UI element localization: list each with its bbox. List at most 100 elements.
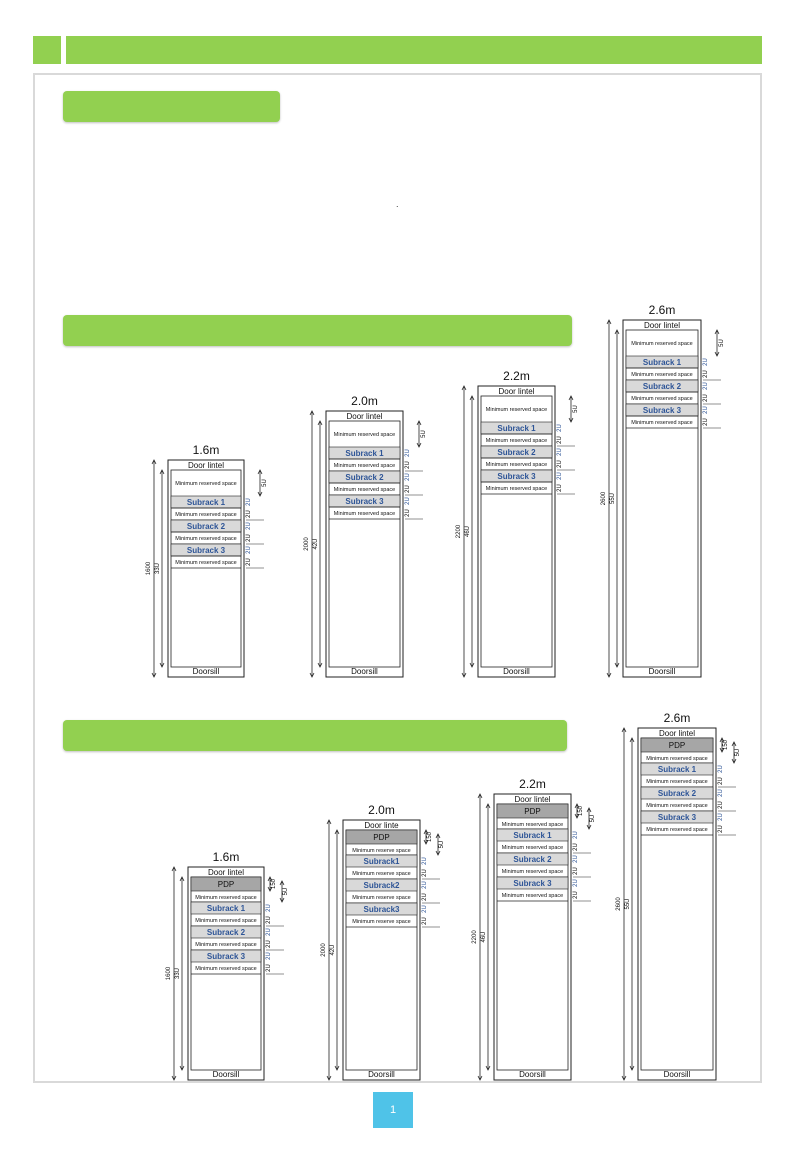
set1-cabinet-4-lintel: Door lintel xyxy=(644,321,680,330)
set2-cabinet-2-min-1: Minimum reserve space xyxy=(352,871,410,877)
set1-cabinet-4-units-arrow-head-bottom xyxy=(614,662,620,668)
set2-cabinet-3-pdp xyxy=(496,803,569,819)
set1-cabinet-4-subrack-u-2: 2U xyxy=(703,382,709,390)
set2-cabinet-4-height-arrow-head-top xyxy=(621,727,627,733)
set1-cabinet-4-min-2: Minimum reserved space xyxy=(631,396,692,402)
set2-cabinet-1-height: 1600 xyxy=(166,966,172,980)
set2-cabinet-3-subrack-u-3: 2U xyxy=(573,879,579,887)
set1-cabinet-2-units: 42U xyxy=(313,538,319,549)
set2-cabinet-4-doorsill: Doorsill xyxy=(664,1070,691,1079)
set2-cabinet-3-subrack-2 xyxy=(496,852,569,866)
set2-cabinet-3-subrack-u-1: 2U xyxy=(573,831,579,839)
set2-cabinet-4-height: 2600 xyxy=(616,897,622,911)
set2-cabinet-4-subrack-label-1: Subrack 1 xyxy=(658,765,697,774)
set1-cabinet-1-height-arrow-head-bottom xyxy=(151,672,157,678)
set1-cabinet-4-subrack-u-1: 2U xyxy=(703,358,709,366)
set2-cabinet-1-height-arrow-head-top xyxy=(171,866,177,872)
set2-cabinet-1-doorsill: Doorsill xyxy=(213,1070,240,1079)
set2-cabinet-4-min-3: Minimum reserved space xyxy=(646,827,707,833)
set1-cabinet-2-min-u-3: 2U xyxy=(405,509,411,517)
set1-cabinet-1-top-u: 5U xyxy=(262,479,268,487)
set2-cabinet-3-min-u-2: 2U xyxy=(573,867,579,875)
set2-cabinet-3-subrack-label-3: Subrack 3 xyxy=(513,879,552,888)
set2-cabinet-1-subrack-u-1: 2U xyxy=(266,904,272,912)
set1-cabinet-2-min-1: Minimum reserved space xyxy=(334,463,395,469)
set2-cabinet-1-top-mm-arrow-head-bottom xyxy=(267,886,273,892)
set2-cabinet-1-subrack-label-2: Subrack 2 xyxy=(207,928,246,937)
set2-cabinet-3-min-1: Minimum reserved space xyxy=(502,845,563,851)
set1-cabinet-1-subrack-label-1: Subrack 1 xyxy=(187,498,226,507)
set2-cabinet-2-height-arrow-head-bottom xyxy=(326,1075,332,1081)
set1-cabinet-4-units-arrow-head-top xyxy=(614,329,620,335)
set1-cabinet-4-height-arrow-head-bottom xyxy=(606,672,612,678)
set2-cabinet-3-subrack-label-2: Subrack 2 xyxy=(513,855,552,864)
set2-cabinet-3-min-u-3: 2U xyxy=(573,891,579,899)
set2-cabinet-2-top-u: 5U xyxy=(439,841,445,849)
set1-cabinet-3-subrack-u-2: 2U xyxy=(557,448,563,456)
set1-cabinet-1-lintel: Door lintel xyxy=(188,461,224,470)
set2-cabinet-3-min-3: Minimum reserved space xyxy=(502,893,563,899)
set2-cabinet-1-units-arrow-head-top xyxy=(179,876,185,882)
set1-cabinet-1-min-3: Minimum reserved space xyxy=(175,560,236,566)
set2-cabinet-4-top-u-arrow-head-top xyxy=(731,741,737,747)
set1-cabinet-4-min-u-2: 2U xyxy=(703,394,709,402)
set1-cabinet-2-subrack-label-3: Subrack 3 xyxy=(345,497,384,506)
set2-cabinet-2-pdp-label: PDP xyxy=(373,833,389,842)
set2-cabinet-1-subrack-label-3: Subrack 3 xyxy=(207,952,246,961)
set1-cabinet-4-height: 2600 xyxy=(601,491,607,505)
set2-cabinet-3-min-top: Minimum reserved space xyxy=(502,822,563,828)
set2-cabinet-2-subrack-label-3: Subrack3 xyxy=(363,905,400,914)
set2-cabinet-4-min-u-2: 2U xyxy=(718,801,724,809)
set2-cabinet-1-top-u: 5U xyxy=(283,888,289,896)
set1-cabinet-2-subrack-u-2: 2U xyxy=(405,473,411,481)
set2-cabinet-2-subrack-1 xyxy=(345,854,418,868)
set1-cabinet-1-min-top: Minimum reserved space xyxy=(175,481,236,487)
set1-cabinet-4-subrack-label-1: Subrack 1 xyxy=(643,358,682,367)
set2-cabinet-1-lintel: Door lintel xyxy=(208,868,244,877)
set2-cabinet-4-subrack-1 xyxy=(640,762,714,776)
set2-cabinet-3-doorsill: Doorsill xyxy=(519,1070,546,1079)
set1-cabinet-1-subrack-u-2: 2U xyxy=(246,522,252,530)
set2-cabinet-2-min-u-3: 2U xyxy=(422,917,428,925)
set1-cabinet-2-top-u-arrow-head-bottom xyxy=(416,442,422,448)
set1-cabinet-1-units: 33U xyxy=(155,563,161,574)
set1-cabinet-4-min-u-3: 2U xyxy=(703,418,709,426)
set1-cabinet-4-subrack-u-3: 2U xyxy=(703,406,709,414)
set2-cabinet-4-subrack-3 xyxy=(640,810,714,824)
set2-cabinet-2-min-3: Minimum reserve space xyxy=(352,919,410,925)
set1-cabinet-4-height-arrow-head-top xyxy=(606,319,612,325)
set2-cabinet-4-subrack-2 xyxy=(640,786,714,800)
set2-cabinet-1-pdp xyxy=(190,876,262,892)
header-bar xyxy=(66,36,762,64)
set2-cabinet-4-min-1: Minimum reserved space xyxy=(646,779,707,785)
set1-cabinet-1-subrack-label-2: Subrack 2 xyxy=(187,522,226,531)
set1-cabinet-4-top-u-arrow-head-top xyxy=(714,329,720,335)
set2-cabinet-2-subrack-2 xyxy=(345,878,418,892)
set2-cabinet-2-subrack-u-2: 2U xyxy=(422,881,428,889)
set2-cabinet-3-min-2: Minimum reserved space xyxy=(502,869,563,875)
set2-cabinet-1-subrack-2 xyxy=(190,925,262,939)
set2-cabinet-1-units: 33U xyxy=(175,968,181,979)
set1-cabinet-1-subrack-label-3: Subrack 3 xyxy=(187,546,226,555)
set1-cabinet-2-units-arrow-head-bottom xyxy=(317,662,323,668)
set2-cabinet-3-height-arrow-head-top xyxy=(477,793,483,799)
set2-cabinet-1-top-u-arrow-head-top xyxy=(279,880,285,886)
set1-cabinet-2-min-3: Minimum reserved space xyxy=(334,511,395,517)
set1-cabinet-3-top-u: 5U xyxy=(573,405,579,413)
set1-cabinet-1-height-arrow-head-top xyxy=(151,459,157,465)
set2-cabinet-4-subrack-label-2: Subrack 2 xyxy=(658,789,697,798)
set1-cabinet-4-doorsill: Doorsill xyxy=(649,667,676,676)
set2-cabinet-2-height-arrow-head-top xyxy=(326,819,332,825)
set1-cabinet-1-min-u-2: 2U xyxy=(246,534,252,542)
set2-cabinet-1-units-arrow-head-bottom xyxy=(179,1065,185,1071)
set1-cabinet-1-units-arrow-head-bottom xyxy=(159,662,165,668)
set2-cabinet-2-lintel: Door linte xyxy=(364,821,399,830)
set2-cabinet-2-top-mm-arrow-head-top xyxy=(423,829,429,835)
section-heading-1 xyxy=(63,91,280,122)
set2-cabinet-1-min-u-2: 2U xyxy=(266,940,272,948)
set2-cabinet-3-height-arrow-head-bottom xyxy=(477,1075,483,1081)
set2-cabinet-4-height-arrow-head-bottom xyxy=(621,1075,627,1081)
set1-cabinet-2-min-u-2: 2U xyxy=(405,485,411,493)
set1-cabinet-4-title: 2.6m xyxy=(649,303,676,317)
